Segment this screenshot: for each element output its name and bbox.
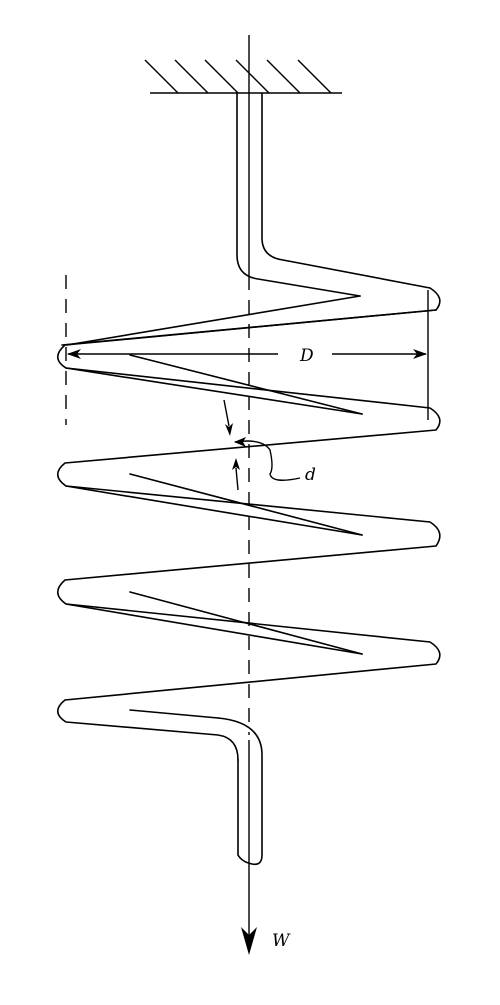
coil-turn-4 bbox=[56, 603, 441, 761]
load-arrow bbox=[241, 927, 257, 955]
bottom-lead-wire bbox=[217, 717, 263, 866]
coil-back-1 bbox=[66, 295, 361, 346]
coil-back-bottom bbox=[129, 709, 219, 719]
coil-back-3 bbox=[129, 591, 363, 655]
coil-turn-3 bbox=[56, 485, 441, 655]
coil-diameter-label: D bbox=[299, 346, 314, 366]
coil-back-2 bbox=[129, 473, 363, 536]
spring-coils bbox=[56, 287, 441, 761]
support-hatching bbox=[144, 59, 332, 94]
coil-back-1b bbox=[129, 354, 363, 415]
wire-diameter-label: d bbox=[305, 465, 316, 485]
top-lead-wire bbox=[236, 92, 431, 297]
wire-leader bbox=[234, 440, 301, 481]
wire-diameter-dimension bbox=[223, 399, 301, 491]
fixed-support bbox=[144, 59, 342, 94]
load-label: W bbox=[272, 931, 291, 951]
wire-arrow-bottom bbox=[235, 467, 239, 491]
coil-turn-2 bbox=[56, 367, 441, 536]
coil-diameter-dimension bbox=[65, 275, 429, 425]
coil-front-1 bbox=[61, 309, 437, 346]
wire-arrow-top bbox=[223, 399, 230, 427]
